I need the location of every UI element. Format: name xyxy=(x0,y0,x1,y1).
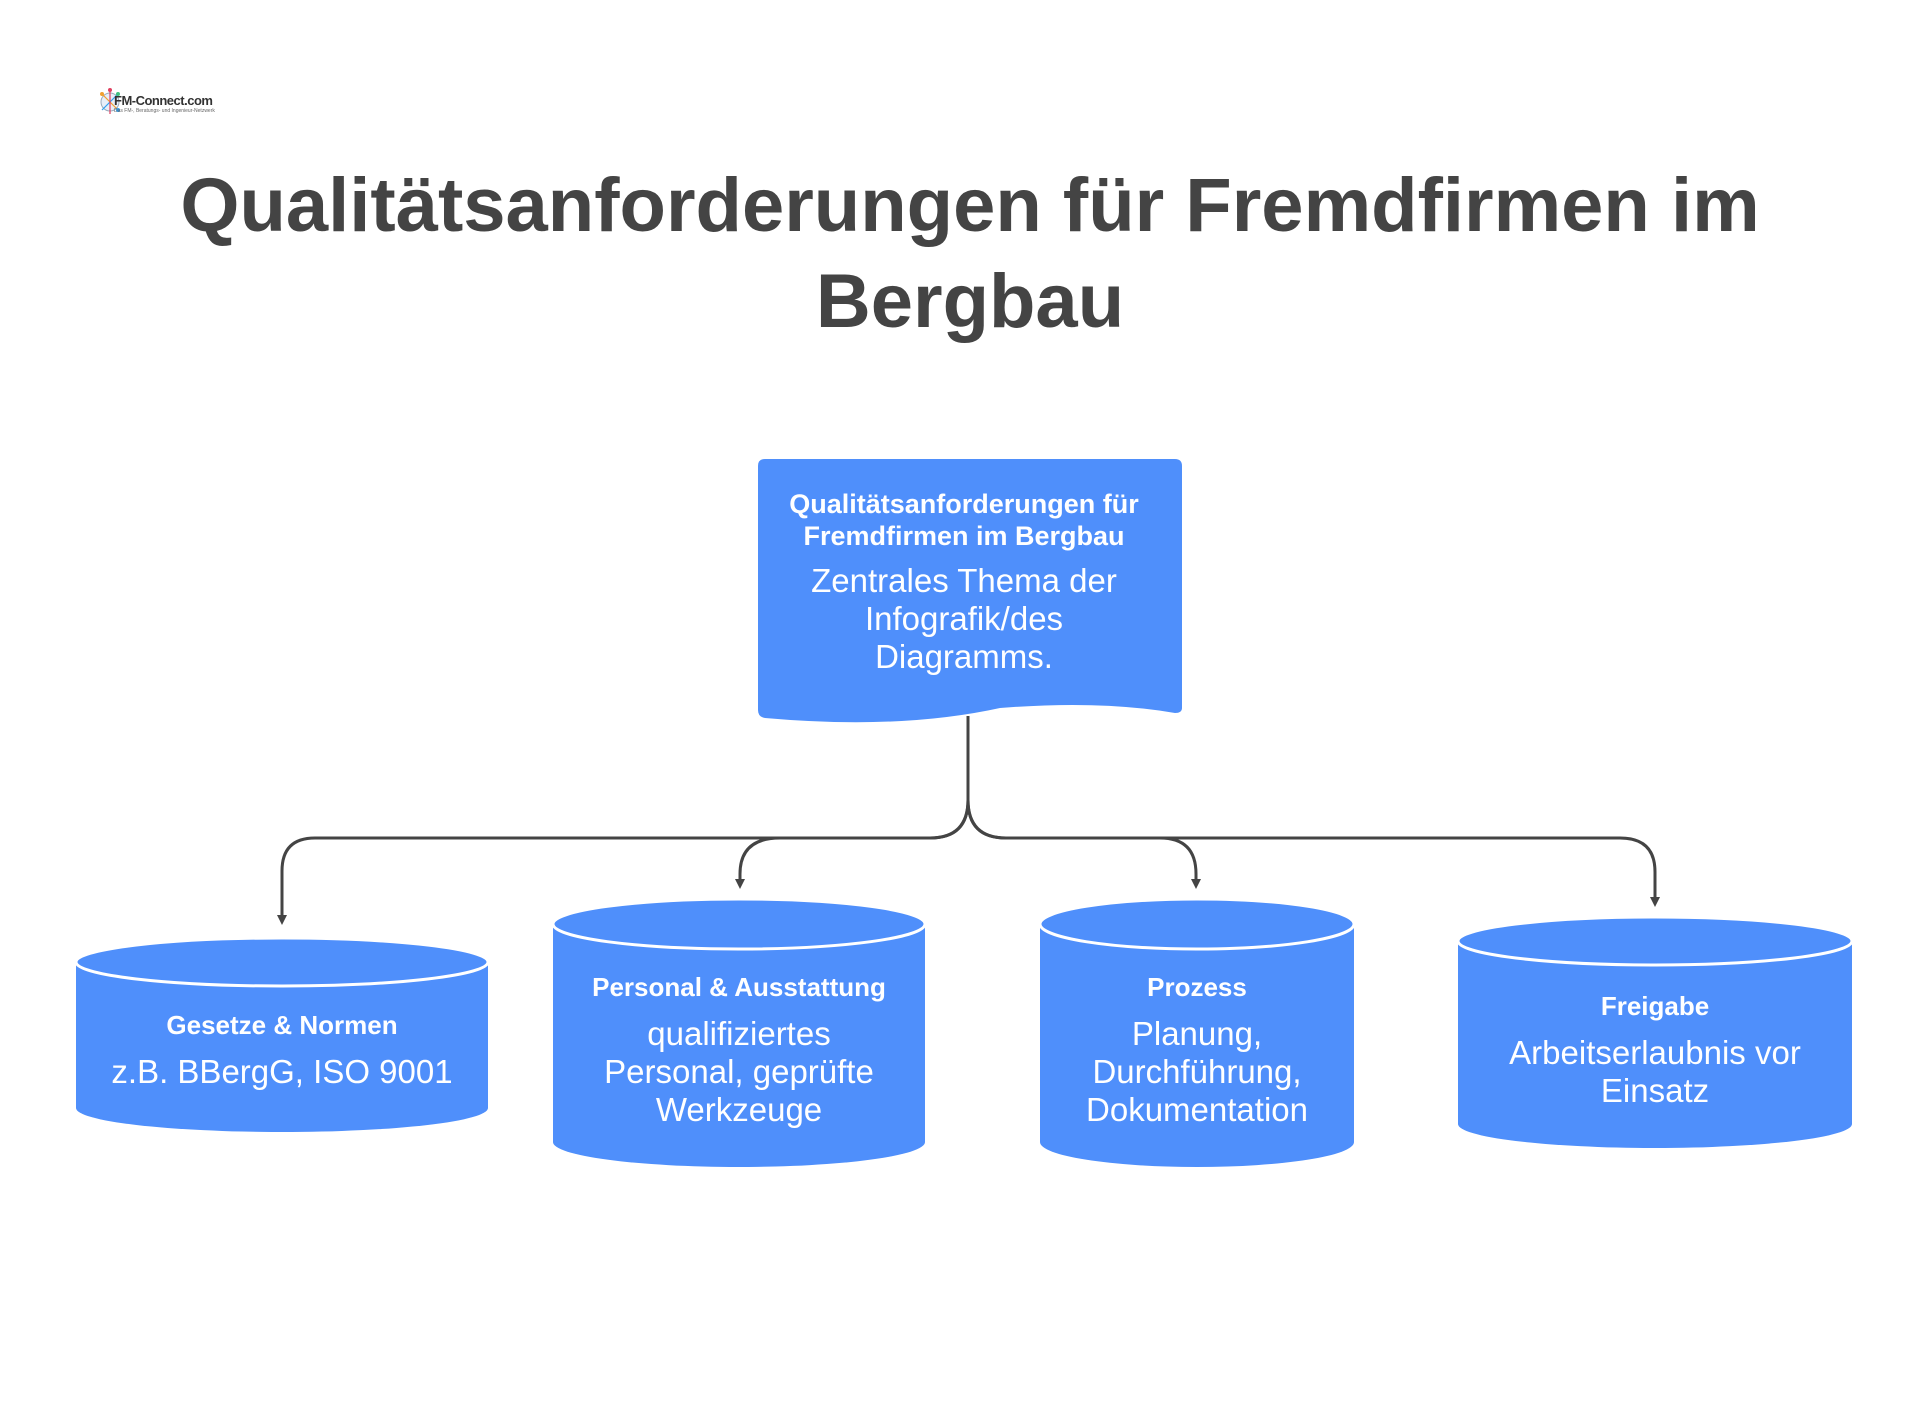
cylinder-freigabe xyxy=(1456,915,1854,1148)
root-node-description: Zentrales Thema der Infografik/des Diagr… xyxy=(811,562,1117,675)
logo-name: FM-Connect.com xyxy=(114,93,213,108)
node-gesetze-title: Gesetze & Normen xyxy=(166,1010,398,1040)
root-node-title: Qualitätsanforderungen für Fremdfirmen i… xyxy=(789,489,1139,551)
connector-to-gesetze xyxy=(277,799,970,925)
logo-tagline: Das FM-, Beratungs- und Ingenieur-Netzwe… xyxy=(114,108,215,114)
connector-to-prozess xyxy=(966,799,1201,889)
page-title: Qualitätsanforderungen für Fremdfirmen i… xyxy=(180,163,1760,344)
node-prozess-description: Planung, Durchführung, Dokumentation xyxy=(1086,1014,1308,1128)
node-freigabe: Freigabe Arbeitserlaubnis vor Einsatz xyxy=(1478,980,1832,1120)
connector-to-freigabe xyxy=(966,799,1660,907)
node-personal-title: Personal & Ausstattung xyxy=(592,971,886,1002)
connector-to-personal xyxy=(735,799,970,889)
node-gesetze: Gesetze & Normen z.B. BBergG, ISO 9001 xyxy=(96,995,468,1105)
node-personal: Personal & Ausstattung qualifiziertes Pe… xyxy=(573,962,905,1137)
root-node: Qualitätsanforderungen für Fremdfirmen i… xyxy=(778,482,1150,682)
logo-network-icon xyxy=(100,88,120,114)
root-node-shape xyxy=(758,459,1182,723)
node-gesetze-description: z.B. BBergG, ISO 9001 xyxy=(111,1053,453,1090)
node-personal-description: qualifiziertes Personal, geprüfte Werkze… xyxy=(604,1014,874,1128)
node-freigabe-description: Arbeitserlaubnis vor Einsatz xyxy=(1509,1034,1801,1109)
cylinder-gesetze xyxy=(74,936,490,1132)
node-freigabe-title: Freigabe xyxy=(1600,991,1710,1021)
cylinder-personal xyxy=(551,897,927,1167)
connectors xyxy=(277,716,1660,925)
fm-connect-logo xyxy=(100,88,120,114)
node-prozess-title: Prozess xyxy=(1147,971,1247,1002)
node-prozess: Prozess Planung, Durchführung, Dokumenta… xyxy=(1055,962,1339,1137)
cylinder-prozess xyxy=(1038,897,1356,1167)
